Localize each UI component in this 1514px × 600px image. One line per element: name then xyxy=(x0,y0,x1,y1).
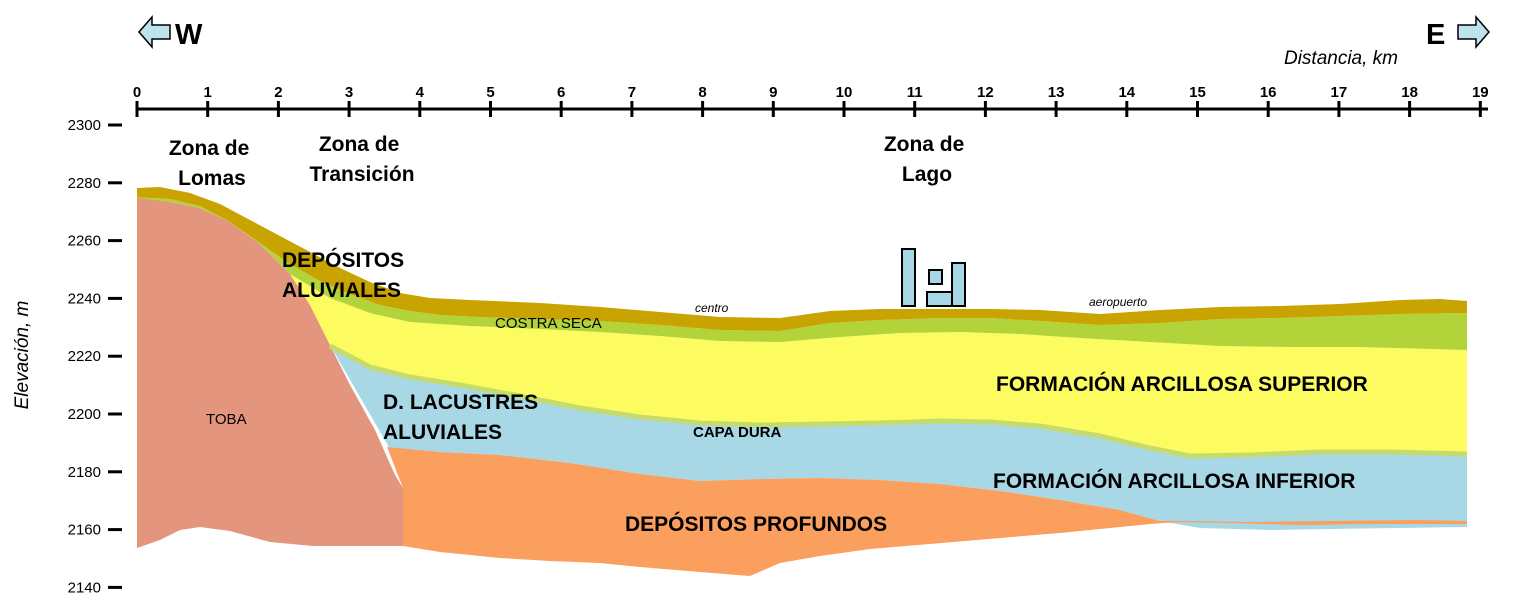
x-tick-label: 4 xyxy=(416,84,425,101)
west-label: W xyxy=(175,19,203,51)
y-tick-label: 2160 xyxy=(68,522,101,539)
zone-lago-label: Zona de Lago xyxy=(884,133,970,186)
x-tick-label: 11 xyxy=(907,84,923,101)
y-tick-label: 2280 xyxy=(68,175,101,192)
x-tick-label: 13 xyxy=(1048,84,1065,101)
lacustres-layer xyxy=(330,345,1467,530)
costra-seca-label: COSTRA SECA xyxy=(495,315,602,332)
y-axis-ticks: 2300 2280 2260 2240 2220 2200 2180 2160 2140 xyxy=(68,117,122,596)
buildings-icon xyxy=(901,248,966,307)
x-tick-label: 15 xyxy=(1189,84,1206,101)
y-tick-label: 2260 xyxy=(68,233,101,250)
centro-label: centro xyxy=(695,301,729,315)
y-tick-label: 2300 xyxy=(68,117,101,134)
x-tick-label: 1 xyxy=(204,84,212,101)
fas-label: FORMACIÓN ARCILLOSA SUPERIOR xyxy=(996,372,1368,396)
x-tick-label: 16 xyxy=(1260,84,1277,101)
x-tick-label: 8 xyxy=(698,84,706,101)
capa-dura-band xyxy=(328,343,1468,459)
y-tick-label: 2140 xyxy=(68,579,101,595)
x-tick-label: 18 xyxy=(1401,84,1418,101)
y-tick-label: 2220 xyxy=(68,348,101,365)
lacustres-label: D. LACUSTRES ALUVIALES xyxy=(383,391,544,444)
x-tick-label: 6 xyxy=(557,84,565,101)
fas-layer xyxy=(290,274,1467,455)
depositos-profundos-layer xyxy=(387,447,1467,576)
y-tick-label: 2240 xyxy=(68,290,101,307)
y-tick-label: 2200 xyxy=(68,406,101,423)
zone-lomas-label: Zona de Lomas xyxy=(169,137,255,190)
east-label: E xyxy=(1426,19,1445,51)
east-arrow-icon xyxy=(1457,14,1490,50)
y-axis-title: Elevación, m xyxy=(12,301,33,410)
y-tick-label: 2180 xyxy=(68,464,101,481)
aeropuerto-label: aeropuerto xyxy=(1089,295,1147,309)
x-tick-label: 2 xyxy=(274,84,282,101)
x-tick-label: 5 xyxy=(486,84,494,101)
depositos-aluviales-label: DEPÓSITOS ALUVIALES xyxy=(282,248,410,302)
x-tick-label: 19 xyxy=(1472,84,1489,101)
x-tick-label: 10 xyxy=(836,84,853,101)
x-tick-label: 3 xyxy=(345,84,353,101)
x-tick-label: 14 xyxy=(1118,84,1135,101)
x-tick-label: 9 xyxy=(769,84,777,101)
x-axis-title: Distancia, km xyxy=(1284,48,1398,69)
x-tick-label: 17 xyxy=(1331,84,1348,101)
zone-transicion-label: Zona de Transición xyxy=(309,133,414,186)
x-tick-label: 0 xyxy=(133,84,141,101)
x-tick-label: 7 xyxy=(628,84,636,101)
depositos-profundos-label: DEPÓSITOS PROFUNDOS xyxy=(625,512,887,536)
toba-layer xyxy=(137,193,403,548)
fai-label: FORMACIÓN ARCILLOSA INFERIOR xyxy=(993,469,1355,493)
x-tick-label: 12 xyxy=(977,84,994,101)
capa-dura-label: CAPA DURA xyxy=(693,424,781,441)
west-arrow-icon xyxy=(138,14,171,50)
costra-seca-layer xyxy=(137,197,1467,350)
toba-label: TOBA xyxy=(206,411,247,428)
